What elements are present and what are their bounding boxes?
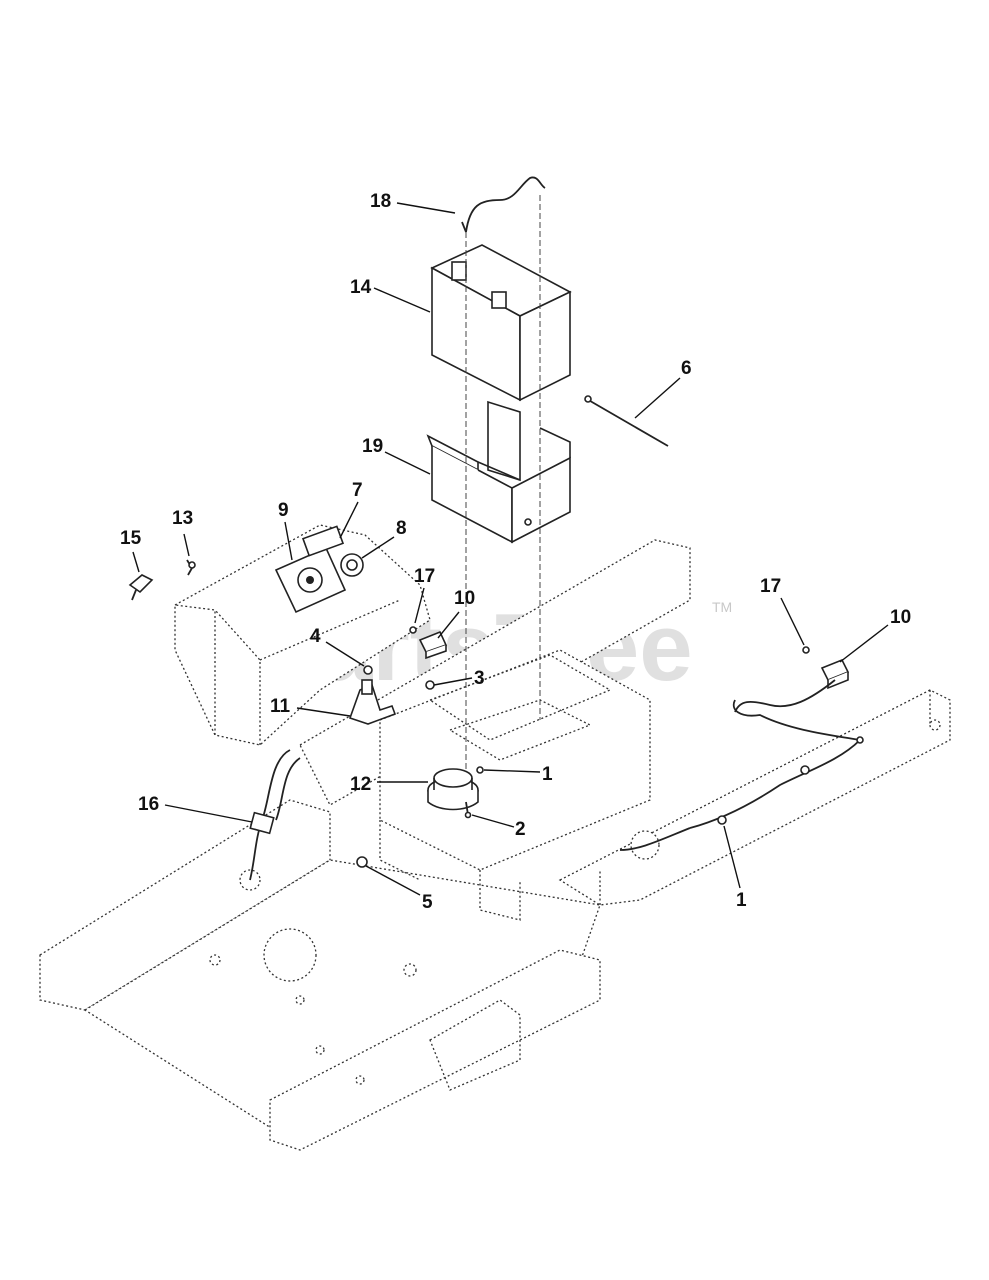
callout-17-left: 17 xyxy=(414,566,435,587)
relay-alarm xyxy=(427,766,484,819)
callout-15: 15 xyxy=(120,528,142,549)
tank-housing xyxy=(174,524,431,746)
switch-bracket xyxy=(348,679,397,725)
callout-4: 4 xyxy=(310,626,321,647)
small-bolt xyxy=(186,559,196,576)
nut-5 xyxy=(356,856,368,868)
callout-14: 14 xyxy=(350,277,372,298)
callout-18: 18 xyxy=(370,191,391,212)
mower-frame xyxy=(39,539,951,1151)
leader-lines xyxy=(132,202,889,896)
hold-down-rod xyxy=(584,397,669,447)
harness-clip xyxy=(249,749,301,881)
nut-3 xyxy=(425,680,435,690)
callout-3: 3 xyxy=(474,668,485,689)
callout-5: 5 xyxy=(422,892,433,913)
watermark-tm: TM xyxy=(712,599,732,615)
callout-1-center: 1 xyxy=(542,764,553,785)
battery xyxy=(430,244,572,402)
callout-8: 8 xyxy=(396,518,407,539)
callout-11: 11 xyxy=(270,696,291,717)
nut-17-right xyxy=(802,646,810,654)
nut-17-left xyxy=(409,626,417,634)
ignition-key xyxy=(128,574,154,601)
callout-12: 12 xyxy=(350,774,371,795)
battery-cable xyxy=(465,176,546,233)
callout-9: 9 xyxy=(278,500,289,521)
callout-19: 19 xyxy=(362,436,383,457)
callout-16: 16 xyxy=(138,794,159,815)
nut-4 xyxy=(363,665,373,675)
callout-7: 7 xyxy=(352,480,363,501)
callout-13: 13 xyxy=(172,508,193,529)
callout-6: 6 xyxy=(681,358,692,379)
callout-10-left: 10 xyxy=(454,588,475,609)
callout-2: 2 xyxy=(515,819,526,840)
battery-tray xyxy=(426,400,571,544)
callout-1-right: 1 xyxy=(736,890,747,911)
callout-labels: 18 14 6 19 7 9 8 13 15 17 10 4 3 11 12 1… xyxy=(120,191,911,913)
callout-17-right: 17 xyxy=(760,576,781,597)
wire-harness-right xyxy=(619,679,864,851)
callout-10-right: 10 xyxy=(890,607,911,628)
interlock-switch-right xyxy=(820,658,850,690)
